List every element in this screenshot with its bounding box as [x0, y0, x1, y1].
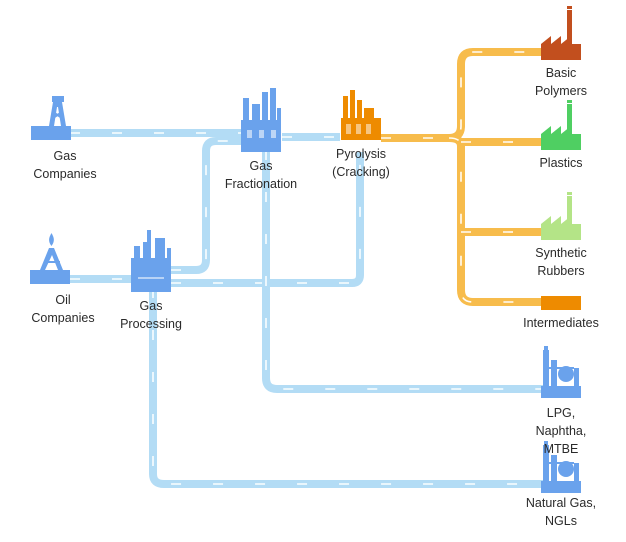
plastics-factory-icon [541, 100, 581, 150]
intermediates-label: Intermediates [523, 316, 599, 330]
pipes [70, 48, 545, 488]
pipe-processing-to-fractionation [171, 137, 242, 274]
lpg-naphtha-mtbe-label: LPG,Naphtha,MTBE [535, 406, 587, 456]
pipe-processing-to-natural-gas [149, 288, 545, 488]
cracker-plant-icon [341, 90, 381, 140]
intermediates-bar-icon [541, 296, 581, 310]
lpg-refinery-icon [541, 346, 581, 398]
pipe-trunk-to-intermediates [448, 134, 545, 306]
natural-gas-refinery-icon [541, 441, 581, 493]
rubbers-factory-icon [541, 192, 581, 240]
processing-plant-icon [131, 230, 171, 292]
gas-well-icon [31, 96, 71, 140]
oil-well-icon [30, 233, 70, 284]
pipe-fractionation-to-lpg [262, 150, 545, 393]
polymers-factory-icon [541, 6, 581, 60]
pipe-processing-to-pyrolysis [171, 152, 364, 287]
natural-gas-ngls-label: Natural Gas,NGLs [525, 496, 597, 528]
pyrolysis-label: Pyrolysis(Cracking) [332, 147, 390, 179]
fractionation-plant-icon [241, 88, 281, 152]
plastics-label: Plastics [539, 156, 583, 170]
icons [30, 6, 581, 493]
